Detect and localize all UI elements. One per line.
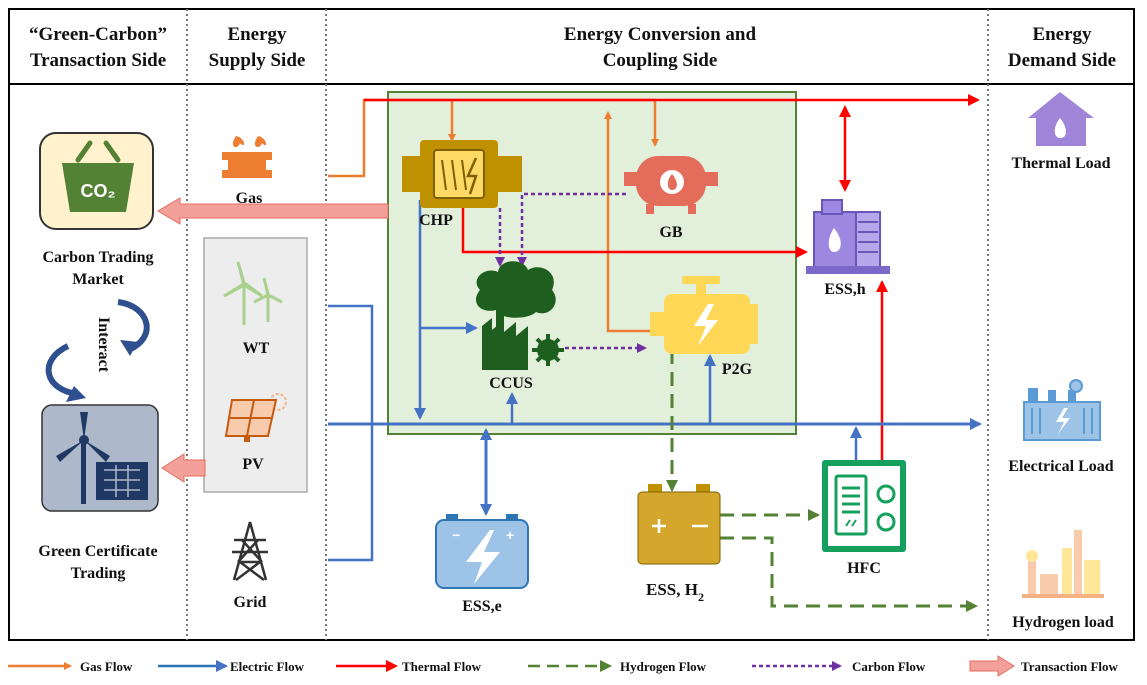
ccus-icon <box>475 261 564 370</box>
legend-carbon-label: Carbon Flow <box>852 659 926 674</box>
gas-boiler-icon <box>624 156 718 214</box>
hfc-icon <box>822 460 906 552</box>
transformer-icon <box>1023 379 1101 441</box>
svg-text:+: + <box>506 527 514 543</box>
hydrogen-load-label: Hydrogen load <box>1012 614 1114 631</box>
thermal-load-label: Thermal Load <box>1011 155 1110 172</box>
green-certificate-label-2: Trading <box>71 565 126 582</box>
legend-transaction-arrow <box>969 655 1015 677</box>
renewable-box <box>203 237 308 493</box>
interact-arrows-icon <box>45 299 150 402</box>
ccus-label: CCUS <box>489 375 533 392</box>
pv-panel-icon <box>224 393 287 442</box>
carbon-market-label-2: Market <box>72 271 124 288</box>
house-thermal-icon <box>1028 92 1094 146</box>
legend-gas-label: Gas Flow <box>80 659 133 674</box>
electrical-load-label: Electrical Load <box>1008 458 1113 475</box>
gas-flow-from-p2g <box>604 111 650 333</box>
transaction-arrow-green <box>161 453 206 483</box>
grid-label: Grid <box>234 594 267 611</box>
chp-label: CHP <box>419 212 453 229</box>
electric-supply-collector <box>328 304 374 562</box>
hydrogen-storage-icon <box>637 484 721 565</box>
green-certificate-label-1: Green Certificate <box>38 543 157 560</box>
ess-h2-label: ESS, H2 <box>646 580 704 604</box>
transaction-arrow-carbon <box>157 197 389 225</box>
legend: Gas Flow Electric Flow Thermal Flow Hydr… <box>8 655 1119 677</box>
thermal-storage-icon <box>806 199 890 274</box>
electric-storage-icon: − + <box>435 514 529 589</box>
gas-label: Gas <box>236 190 263 207</box>
header-demand-line1: Energy <box>1032 24 1092 45</box>
header-supply-line2: Supply Side <box>209 50 306 71</box>
gb-label: GB <box>659 224 682 241</box>
header-transaction-line1: “Green-Carbon” <box>29 24 167 45</box>
svg-text:−: − <box>452 527 460 543</box>
header-conversion-line1: Energy Conversion and <box>564 24 757 45</box>
green-certificate-icon <box>41 404 159 512</box>
header-demand-line2: Demand Side <box>1008 50 1116 71</box>
header-supply-line1: Energy <box>227 24 287 45</box>
legend-electric-label: Electric Flow <box>230 659 305 674</box>
carbon-market-label-1: Carbon Trading <box>43 249 154 266</box>
interact-label: Interact <box>95 317 112 373</box>
legend-transaction-label: Transaction Flow <box>1021 659 1119 674</box>
carbon-market-icon: CO₂ <box>39 132 154 230</box>
p2g-icon <box>650 276 758 354</box>
chp-icon <box>402 140 522 208</box>
legend-thermal-label: Thermal Flow <box>402 659 482 674</box>
ess-h-label: ESS,h <box>824 281 865 298</box>
outer-frame <box>8 8 1135 641</box>
wt-label: WT <box>243 340 270 357</box>
gas-icon <box>222 136 272 178</box>
hydrogen-essh2-to-load <box>720 536 978 612</box>
hydrogen-plant-icon <box>1022 530 1104 598</box>
ess-e-label: ESS,e <box>462 598 502 615</box>
grid-tower-icon <box>232 521 268 581</box>
pv-label: PV <box>242 456 264 473</box>
wind-turbine-icon <box>223 261 283 325</box>
thermal-flow-chp-to-essh <box>461 205 808 258</box>
legend-hydrogen-label: Hydrogen Flow <box>620 659 707 674</box>
header-conversion-line2: Coupling Side <box>603 50 718 71</box>
header-transaction-line2: Transaction Side <box>30 50 166 71</box>
co2-badge: CO₂ <box>81 181 116 201</box>
p2g-label: P2G <box>722 361 753 378</box>
hfc-label: HFC <box>847 560 881 577</box>
